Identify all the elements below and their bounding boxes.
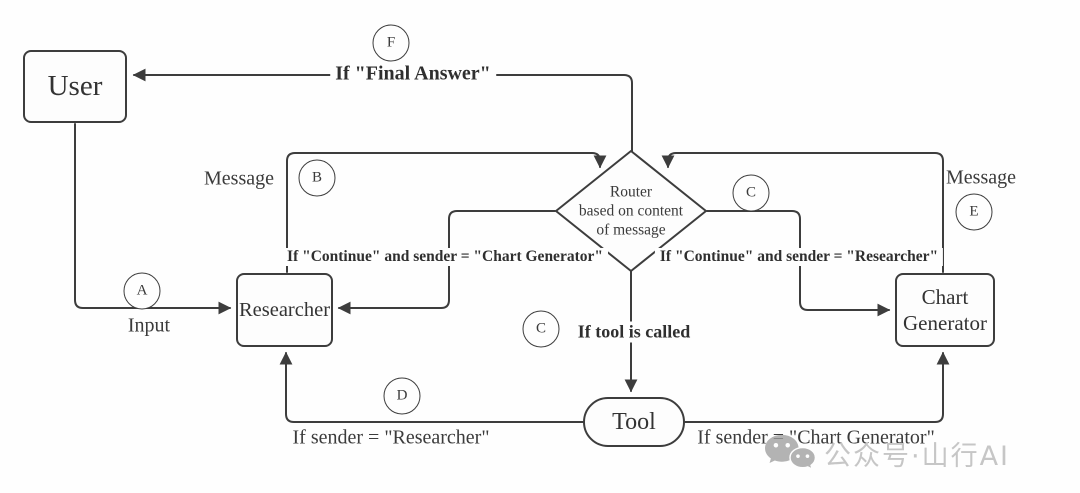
edge-label-final-answer: If "Final Answer" xyxy=(330,62,496,86)
marker-letter: F xyxy=(386,34,396,51)
marker-badge-b: B xyxy=(298,159,336,197)
edge-label-tool-called: If tool is called xyxy=(572,321,696,343)
router-label-line3: of message xyxy=(596,221,666,239)
edge-researcher-to-router xyxy=(286,152,607,273)
marker-letter: C xyxy=(745,184,756,201)
router-label-line2: based on content xyxy=(578,202,684,220)
marker-badge-c-chart: C xyxy=(732,174,770,212)
marker-badge-d: D xyxy=(383,377,421,415)
node-tool-label: Tool xyxy=(612,408,656,435)
router-label-line1: Router xyxy=(609,183,653,201)
marker-badge-e: E xyxy=(955,193,993,231)
marker-letter: B xyxy=(311,169,322,186)
edge-user-to-researcher xyxy=(74,123,232,315)
node-researcher: Researcher xyxy=(236,273,333,347)
edge-tool-to-chartgen xyxy=(684,351,950,423)
marker-badge-c-tool: C xyxy=(522,310,560,348)
marker-badge-a: A xyxy=(123,272,161,310)
node-router-label: Router based on content of message xyxy=(556,183,706,240)
marker-letter: C xyxy=(535,320,546,337)
edge-label-continue-chart-generator: If "Continue" and sender = "Chart Genera… xyxy=(282,248,608,266)
edge-label-sender-researcher: If sender = "Researcher" xyxy=(292,426,490,449)
edge-tool-to-researcher xyxy=(279,351,584,423)
edge-label-message-left: Message xyxy=(204,167,274,190)
node-user: User xyxy=(23,50,127,123)
node-tool: Tool xyxy=(583,397,685,447)
edge-chartgen-to-router xyxy=(661,152,944,273)
marker-letter: A xyxy=(136,282,148,299)
edge-label-continue-researcher: If "Continue" and sender = "Researcher" xyxy=(654,248,944,266)
node-researcher-label: Researcher xyxy=(238,298,331,321)
marker-letter: E xyxy=(969,203,979,220)
edge-label-input: Input xyxy=(127,314,171,337)
node-chart-generator: Chart Generator xyxy=(895,273,995,347)
edge-label-message-right: Message xyxy=(946,166,1016,189)
edge-router-to-user xyxy=(132,68,633,153)
marker-letter: D xyxy=(396,387,408,404)
marker-badge-f: F xyxy=(372,24,410,62)
router-diamond xyxy=(555,150,707,272)
node-user-label: User xyxy=(47,70,103,102)
node-chart-generator-label: Chart Generator xyxy=(903,285,987,335)
edge-label-sender-chart-generator: If sender = "Chart Generator" xyxy=(697,426,935,449)
